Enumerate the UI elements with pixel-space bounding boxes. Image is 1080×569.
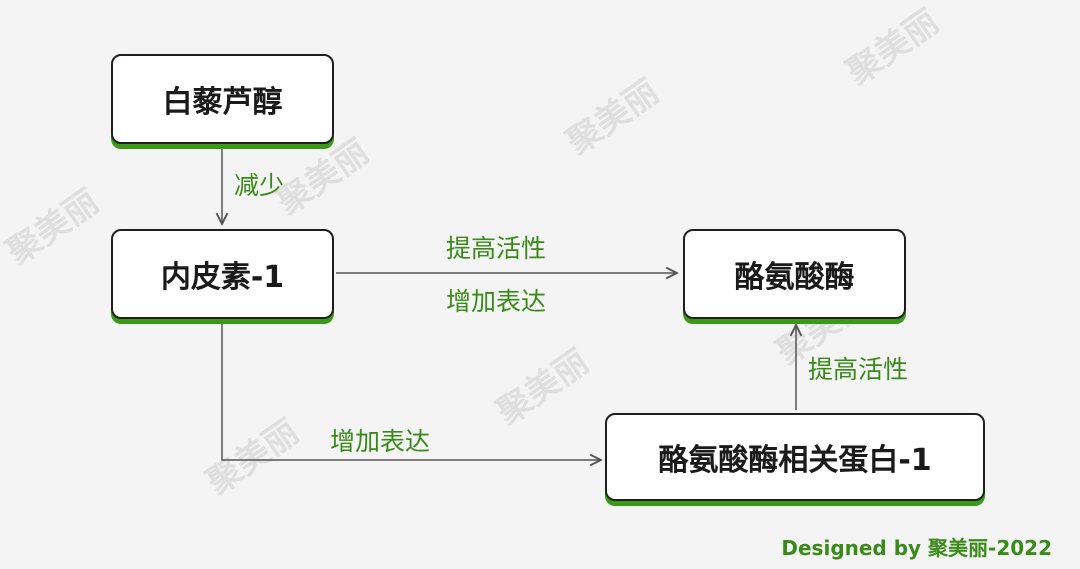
edge-label-reduce: 减少 <box>234 171 285 200</box>
edge-label-increase-activity: 提高活性 <box>446 234 547 263</box>
node-resveratrol: 白藜芦醇 <box>111 54 334 144</box>
node-tyrosinase: 酪氨酸酶 <box>683 229 906 319</box>
edge-endothelin-to-trp1 <box>221 322 601 460</box>
edge-label-increase-activity: 提高活性 <box>808 355 909 384</box>
edge-label-increase-expression: 增加表达 <box>330 427 431 456</box>
edge-label-increase-expression: 增加表达 <box>446 287 547 316</box>
node-trp-1: 酪氨酸酶相关蛋白-1 <box>605 413 985 501</box>
designer-credit: Designed by 聚美丽-2022 <box>781 536 1052 560</box>
node-endothelin-1: 内皮素-1 <box>111 229 334 319</box>
